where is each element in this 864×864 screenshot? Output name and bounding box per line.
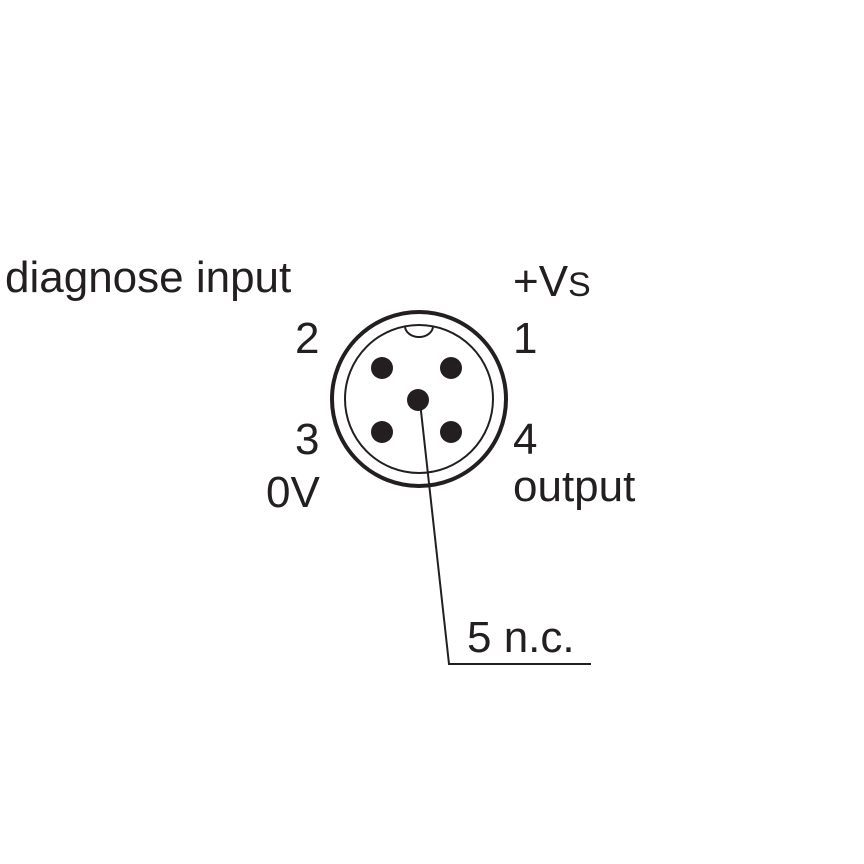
pin-5-dot bbox=[407, 389, 429, 411]
pin-1-function-label: +VS bbox=[513, 257, 591, 306]
pin-2-function-label: diagnose input bbox=[5, 253, 291, 302]
connector-inner-ring bbox=[344, 324, 494, 474]
pin-3-number: 3 bbox=[295, 415, 319, 464]
pin-2-dot bbox=[371, 357, 393, 379]
pin-3-function-label: 0V bbox=[266, 468, 320, 517]
connector bbox=[330, 310, 508, 488]
pin-1-dot bbox=[440, 357, 462, 379]
pin-1-number: 1 bbox=[513, 314, 537, 363]
connector-outer-ring bbox=[330, 310, 508, 488]
pin-4-number: 4 bbox=[513, 415, 537, 464]
pin-1-function-main: +V bbox=[513, 257, 569, 306]
coding-key-notch bbox=[404, 325, 434, 338]
pin-4-dot bbox=[440, 421, 462, 443]
pin-3-dot bbox=[371, 421, 393, 443]
pin-5-callout-label: 5 n.c. bbox=[467, 613, 575, 662]
pin-1-function-subscript: S bbox=[568, 266, 591, 304]
pin-2-number: 2 bbox=[295, 314, 319, 363]
pin-4-function-label: output bbox=[513, 462, 635, 511]
pin-5-leader-line bbox=[419, 401, 591, 665]
